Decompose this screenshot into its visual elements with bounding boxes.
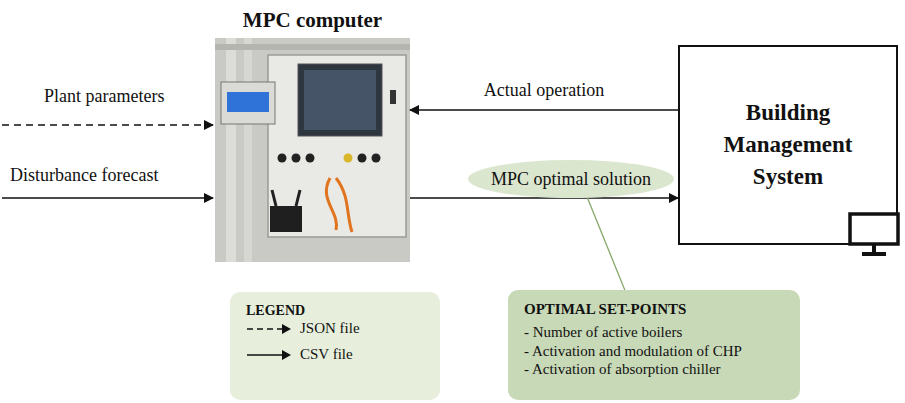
legend-sample xyxy=(246,322,292,336)
node-heading: MPC optimal solution xyxy=(491,168,651,191)
router xyxy=(270,206,302,232)
node-heading: LEGEND xyxy=(246,302,305,320)
node-body: - Activation of absorption chiller xyxy=(524,360,721,379)
lcd-display xyxy=(227,92,269,112)
monitor-stand xyxy=(872,244,876,253)
node-heading: MPC computer xyxy=(243,7,382,33)
legend-line xyxy=(247,328,282,330)
computer-photo xyxy=(215,38,410,262)
setpoint-box: OPTIMAL SET-POINTS - Number of active boi… xyxy=(508,290,800,400)
button xyxy=(372,154,381,163)
conduit xyxy=(244,38,252,262)
conduit xyxy=(226,38,236,262)
switch xyxy=(390,90,396,104)
control-panel xyxy=(268,55,406,237)
node-heading: OPTIMAL SET-POINTS xyxy=(524,300,686,319)
antenna xyxy=(296,190,300,206)
screen xyxy=(304,70,376,130)
legend-sample xyxy=(246,348,292,362)
display-box xyxy=(221,82,275,124)
node-heading: Building Management System xyxy=(713,97,863,194)
button xyxy=(306,154,315,163)
monitor-base xyxy=(862,252,886,256)
legend-arrow-head xyxy=(282,324,291,334)
conduit xyxy=(215,44,410,50)
button xyxy=(344,154,353,163)
csv-input-arrow xyxy=(2,197,213,199)
legend-row: JSON file xyxy=(246,320,360,337)
input-label: Plant parameters xyxy=(44,86,164,107)
node-body: - Number of active boilers xyxy=(524,323,682,342)
legend-text: JSON file xyxy=(300,320,360,337)
node-body: - Activation and modulation of CHP xyxy=(524,342,742,361)
input-label: Disturbance forecast xyxy=(10,165,158,186)
legend-text: CSV file xyxy=(300,346,353,363)
system-box: Building Management System xyxy=(678,45,898,245)
button xyxy=(278,154,287,163)
legend-line xyxy=(247,354,282,356)
connector-line xyxy=(587,198,624,290)
connector-arrow xyxy=(410,109,678,111)
edge-label: Actual operation xyxy=(481,80,607,101)
orange-cable xyxy=(326,178,352,232)
photo-wall xyxy=(215,38,410,262)
button xyxy=(292,154,301,163)
computer-photo-frame: MPC computer xyxy=(215,38,410,262)
button xyxy=(358,154,367,163)
json-input-arrow xyxy=(2,124,213,126)
ellipse-fill xyxy=(468,160,674,198)
antenna xyxy=(272,190,276,206)
legend-arrow-head xyxy=(282,350,291,360)
screen-frame xyxy=(298,64,382,136)
solution-ellipse: MPC optimal solution xyxy=(468,160,674,198)
legend-row: CSV file xyxy=(246,346,353,363)
